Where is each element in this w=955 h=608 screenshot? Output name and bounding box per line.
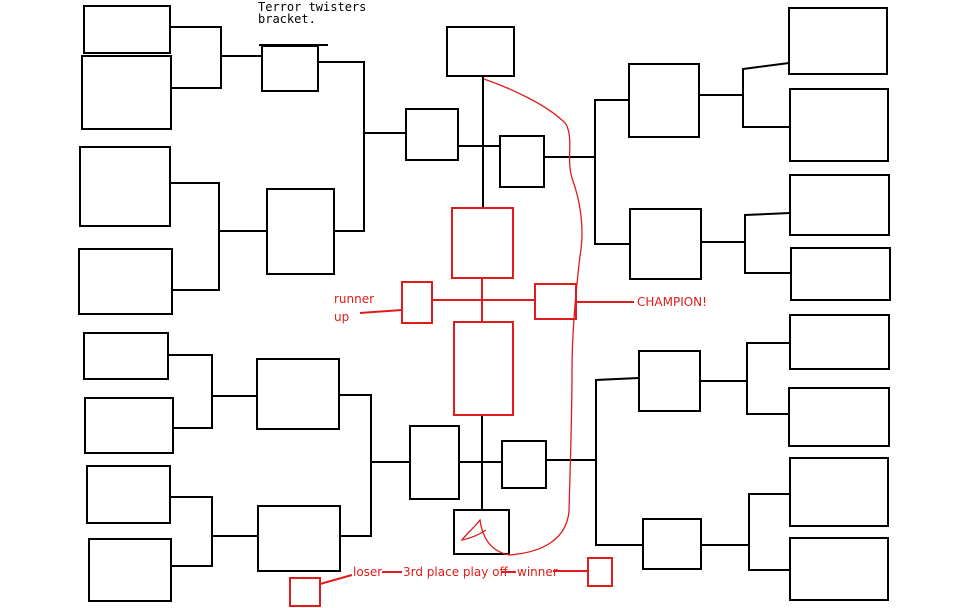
- finalist-slot-bottom: [453, 321, 514, 416]
- bracket-slot: [446, 26, 515, 77]
- loser-pointer: [319, 574, 353, 585]
- runner-up-label-line-2: up: [334, 310, 349, 324]
- bracket-connector: [168, 354, 213, 429]
- title-line-2: bracket.: [258, 12, 316, 26]
- bracket-slot: [642, 518, 702, 570]
- title-line-1: Terror twisters: [258, 0, 366, 14]
- bracket-slot: [83, 332, 169, 380]
- bracket-connector: [339, 394, 372, 537]
- bracket-connector: [318, 61, 365, 232]
- winner-label: winner: [517, 565, 558, 579]
- bracket-slot: [86, 465, 171, 524]
- bracket-slot: [84, 397, 174, 454]
- bracket-slot: [789, 537, 889, 601]
- bracket-slot: [81, 55, 172, 130]
- third-place-slot: [453, 509, 510, 555]
- runner-up-label-line-1: runner: [334, 292, 374, 306]
- champion-slot: [534, 283, 577, 320]
- bracket-slot: [629, 208, 702, 280]
- bracket-connector: [595, 377, 643, 546]
- bracket-slot: [257, 505, 341, 572]
- champion-label: CHAMPION!: [637, 295, 707, 309]
- finalist-slot-top: [451, 207, 514, 279]
- loser-slot: [289, 577, 321, 607]
- bracket-connector: [744, 212, 791, 274]
- runner-up-pointer: [359, 309, 403, 314]
- bracket-connector: [170, 496, 213, 567]
- bracket-connector: [170, 26, 222, 89]
- bracket-connector: [594, 99, 630, 245]
- bracket-slot: [789, 314, 890, 370]
- bracket-slot: [788, 7, 888, 75]
- bracket-slot: [83, 5, 171, 54]
- bracket-slot: [79, 146, 171, 227]
- bracket-slot: [266, 188, 335, 275]
- bracket-slot: [78, 248, 173, 315]
- bracket-connector: [170, 182, 220, 291]
- bracket-slot: [628, 63, 700, 138]
- bracket-slot: [788, 387, 890, 447]
- bracket-slot: [261, 45, 319, 92]
- bracket-slot: [405, 108, 459, 161]
- bracket-slot: [789, 174, 890, 236]
- bracket-slot: [256, 358, 340, 430]
- bracket-slot: [501, 440, 547, 489]
- bracket-connector: [742, 62, 790, 128]
- runner-up-slot: [401, 281, 433, 324]
- bracket-slot: [88, 538, 172, 602]
- hand-drawn-curve: [460, 78, 583, 556]
- loser-label: loser: [353, 565, 382, 579]
- bracket-slot: [638, 350, 701, 412]
- bracket-slot: [789, 457, 889, 527]
- bracket-slot: [409, 425, 460, 500]
- bracket-slot: [790, 247, 891, 301]
- bracket-slot: [499, 135, 545, 188]
- third-place-winner-slot: [587, 557, 613, 587]
- bracket-connector: [748, 493, 790, 571]
- bracket-slot: [789, 88, 889, 162]
- bracket-connector: [746, 342, 790, 415]
- third-place-label: 3rd place play off: [403, 565, 508, 579]
